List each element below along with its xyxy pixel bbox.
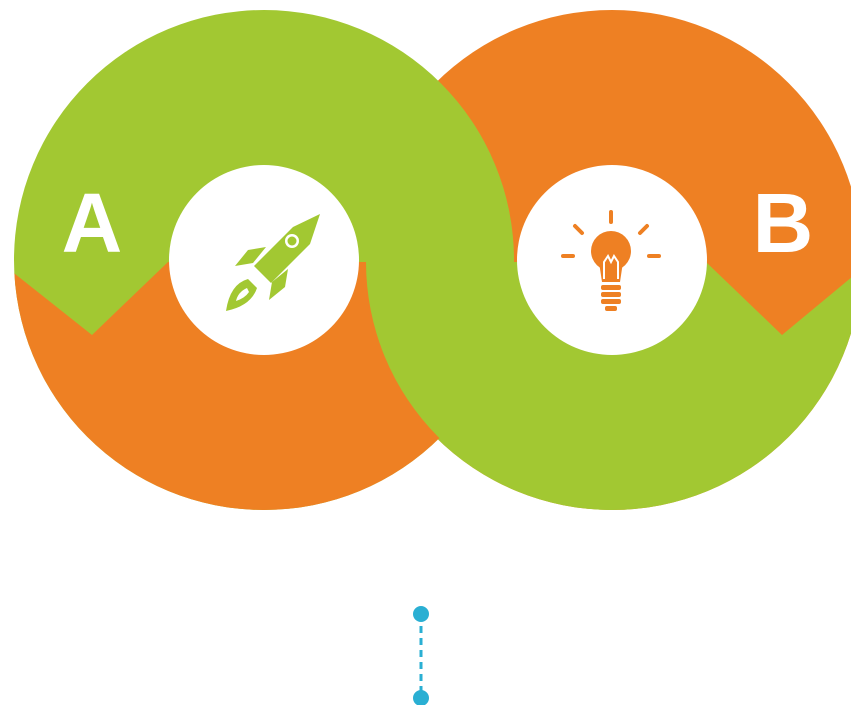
rocket-icon (226, 214, 320, 311)
lightbulb-icon (561, 210, 661, 311)
connector (413, 606, 429, 705)
connector-dot-bottom (413, 690, 429, 705)
letter-b: B (753, 176, 814, 270)
rocket-fin-top (235, 247, 266, 266)
bulb-rays (561, 210, 661, 258)
bulb-base-1 (601, 285, 621, 290)
bulb-neck (599, 262, 623, 282)
rocket-body (254, 214, 320, 283)
bulb-base-2 (601, 292, 621, 297)
bulb-filament (603, 254, 619, 279)
bulb-base-3 (601, 299, 621, 304)
rocket-window-ring (287, 236, 297, 246)
letter-a: A (62, 176, 123, 270)
bulb-base-tip (605, 306, 617, 311)
rocket-fin-bottom (269, 269, 288, 300)
bulb-glass (591, 231, 631, 271)
connector-dot-top (413, 606, 429, 622)
ray-top-right (638, 224, 649, 235)
infinity-crossing-band (366, 262, 612, 510)
ray-top-left (573, 224, 584, 235)
rocket-flame-inner (236, 288, 249, 301)
